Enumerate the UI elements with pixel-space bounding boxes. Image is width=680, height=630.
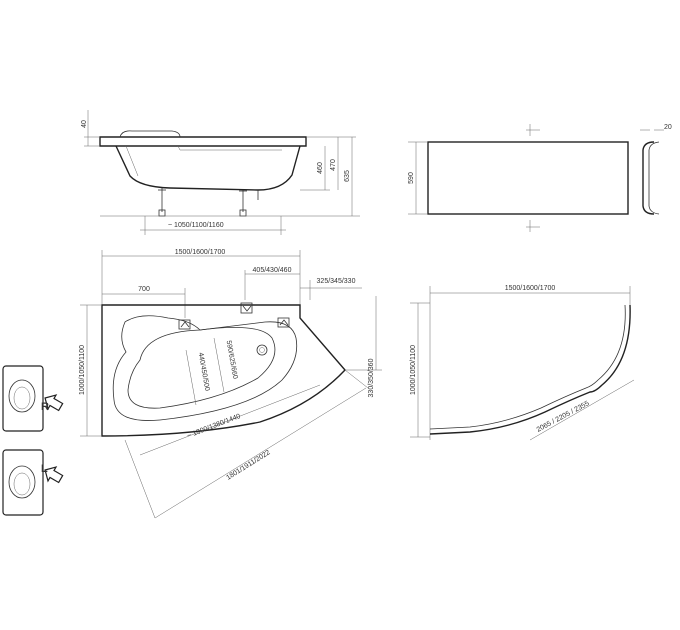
side-elevation-view: 40 460 470 635 ~ 1050/1100/1160	[81, 110, 360, 235]
right-variant-icon: R	[2, 365, 64, 432]
overall-length-label: 1500/1600/1700	[175, 249, 226, 256]
inner-depth-label: 460	[317, 162, 324, 174]
total-height-label: 635	[344, 170, 351, 182]
tap-offset-label: 405/430/460	[253, 267, 292, 274]
drain-offset-label: 325/345/330	[317, 278, 356, 285]
bathtub-legs	[158, 188, 259, 217]
inner-width-label: 440/450/500	[197, 352, 211, 392]
panel-thickness-label: 20	[664, 124, 672, 131]
top-view: 1500/1600/1700 700 405/430/460 325/345/3…	[79, 249, 382, 519]
faucet-icon	[178, 302, 290, 330]
side-depth-label: 330/350/360	[368, 358, 375, 397]
panel-length-label: 1500/1600/1700	[505, 285, 556, 292]
left-variant-icon: L	[2, 449, 64, 516]
diagonal-label: 1801/1911/2022	[225, 449, 271, 482]
front-panel-view: 590 20	[408, 124, 672, 232]
seat-offset-label: 700	[138, 286, 150, 293]
right-variant-label: R	[41, 401, 49, 413]
width-label: 1000/1050/1100	[79, 345, 86, 395]
panel-width-label: 1000/1050/1100	[410, 345, 417, 395]
rim-height-label: 40	[81, 120, 88, 128]
panel-height-label: 590	[408, 172, 415, 184]
depth-with-rim-label: 470	[330, 159, 337, 171]
panel-top-view: 1500/1600/1700 1000/1050/1100 2065 / 220…	[410, 285, 635, 441]
leg-span-label: ~ 1050/1100/1160	[168, 222, 224, 229]
panel-arc-label: 2065 / 2205 / 2355	[536, 400, 591, 434]
inner-width-2-label: 590/625/660	[225, 340, 239, 380]
left-variant-label: L	[41, 463, 48, 475]
